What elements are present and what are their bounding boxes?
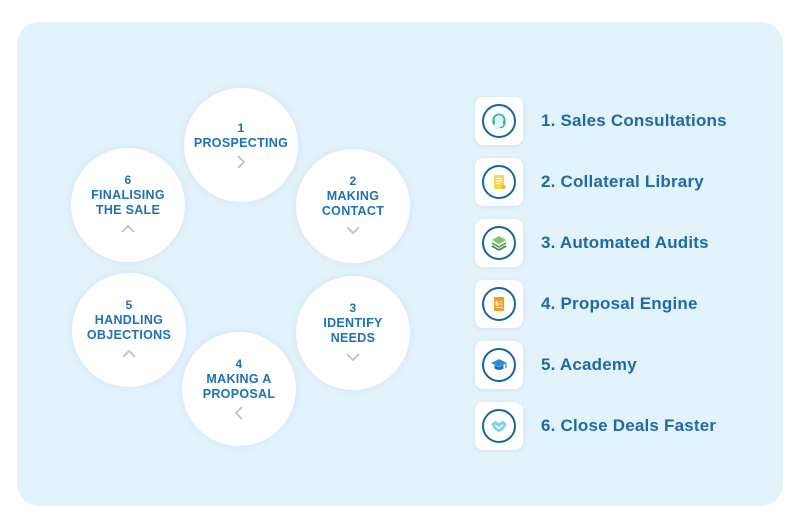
feature-label: 4. Proposal Engine [541, 294, 698, 313]
cycle-step-5: 5 HANDLING OBJECTIONS [72, 273, 186, 387]
feature-collateral-library: 2. Collateral Library [475, 158, 704, 206]
step-number: 2 [349, 174, 357, 188]
step-number: 1 [237, 120, 245, 135]
feature-label: 3. Automated Audits [541, 233, 709, 252]
step-label: IDENTIFY NEEDS [323, 316, 383, 345]
feature-proposal-engine: $ 4. Proposal Engine [475, 280, 698, 328]
chevron-up-icon [121, 221, 135, 237]
headset-icon [475, 97, 523, 145]
handshake-icon [475, 402, 523, 450]
chevron-down-icon [346, 222, 360, 238]
feature-label: 2. Collateral Library [541, 172, 704, 191]
feature-close-deals-faster: 6. Close Deals Faster [475, 402, 716, 450]
cycle-step-6: 6 FINALISING THE SALE [71, 148, 185, 262]
cycle-step-2: 2 MAKING CONTACT [296, 149, 410, 263]
feature-academy: 5. Academy [475, 341, 637, 389]
step-number: 5 [125, 298, 133, 312]
chevron-down-icon [346, 349, 360, 365]
cycle-step-3: 3 IDENTIFY NEEDS [296, 276, 410, 390]
step-number: 4 [235, 357, 243, 371]
step-label: MAKING A PROPOSAL [202, 372, 276, 401]
cycle-step-1: 1 PROSPECTING [184, 88, 298, 202]
feature-label: 5. Academy [541, 355, 637, 374]
cycle-step-4: 4 MAKING A PROPOSAL [182, 332, 296, 446]
step-label: PROSPECTING [193, 135, 289, 150]
feature-label: 6. Close Deals Faster [541, 416, 717, 435]
chevron-right-icon [236, 154, 246, 170]
step-number: 6 [124, 173, 132, 187]
step-number: 3 [349, 301, 357, 315]
feature-label: 1. Sales Consultations [541, 111, 727, 130]
feature-sales-consultations: 1. Sales Consultations [475, 97, 727, 145]
step-label: MAKING CONTACT [321, 189, 385, 218]
proposal-icon: $ [475, 280, 523, 328]
graduation-cap-icon [475, 341, 523, 389]
svg-text:$: $ [495, 301, 499, 308]
chevron-up-icon [122, 346, 136, 362]
layers-icon [475, 219, 523, 267]
step-label: HANDLING OBJECTIONS [86, 313, 172, 342]
document-icon [475, 158, 523, 206]
step-label: FINALISING THE SALE [91, 188, 165, 217]
background-panel [17, 22, 783, 506]
chevron-left-icon [234, 405, 244, 421]
feature-automated-audits: 3. Automated Audits [475, 219, 709, 267]
